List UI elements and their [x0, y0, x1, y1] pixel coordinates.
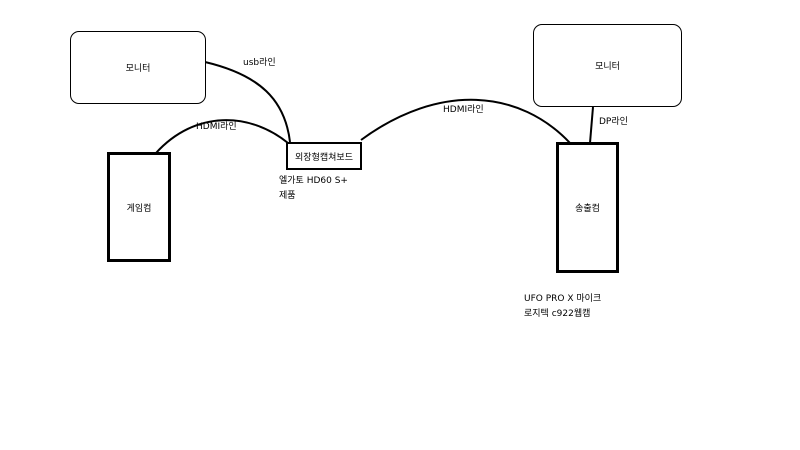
capture-product-line1: 엘가토 HD60 S+ [279, 176, 348, 186]
streaming-gear-line1: UFO PRO X 마이크 [524, 294, 602, 304]
hdmi-cable-left [155, 119, 289, 154]
usb-cable [204, 61, 291, 143]
streaming-gear-line2: 로지텍 c922웹캠 [524, 309, 591, 319]
capture-product-line2: 제품 [279, 191, 296, 201]
dp-cable [589, 106, 594, 144]
usb-line-label: usb라인 [243, 58, 276, 68]
capture-board-label: 외장형캡쳐보드 [295, 152, 353, 163]
hdmi-cable-right [360, 98, 571, 144]
capture-board: 외장형캡쳐보드 [286, 142, 362, 170]
hdmi-line-right-label: HDMI라인 [443, 105, 484, 115]
gaming-pc-label: 게임컴 [126, 203, 152, 214]
dp-line-label: DP라인 [599, 117, 628, 127]
left-monitor-label: 모니터 [125, 64, 151, 74]
right-monitor: 모니터 [533, 24, 682, 107]
streaming-pc: 송출컴 [556, 142, 619, 273]
gaming-pc: 게임컴 [107, 152, 171, 262]
hdmi-line-left-label: HDMI라인 [196, 122, 237, 132]
right-monitor-label: 모니터 [595, 62, 620, 72]
streaming-pc-label: 송출컴 [575, 204, 600, 214]
left-monitor: 모니터 [70, 31, 206, 104]
